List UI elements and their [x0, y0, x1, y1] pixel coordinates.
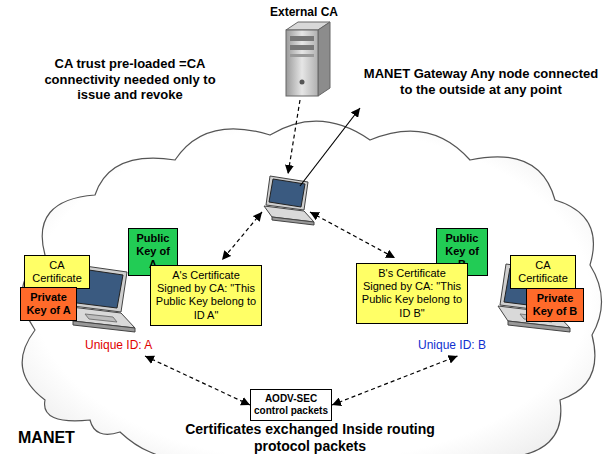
node-text: Unique ID: B	[415, 338, 585, 352]
node-certificate: B's Certificate Signed by CA: "This Publ…	[356, 263, 468, 324]
ca-certificate: CA Certificate	[24, 255, 90, 289]
private-key: Private Key of B	[526, 288, 584, 322]
node-text: CA Certificate	[514, 259, 572, 285]
server-label: External CA	[270, 5, 360, 19]
node-text: Unique ID: A	[55, 338, 175, 352]
ca-certificate: CA Certificate	[510, 255, 576, 289]
network-label: MANET	[18, 428, 88, 447]
node-text: CA Certificate	[28, 259, 86, 285]
gateway-label: MANET Gateway Any node connected to the …	[360, 66, 602, 97]
gateway-link-b	[310, 212, 395, 258]
dashed-link	[145, 356, 250, 405]
packet-box: AODV-SEC control packets	[250, 389, 332, 421]
ca-link	[288, 100, 300, 174]
gateway-laptop	[264, 176, 314, 225]
note-text: CA trust pre-loaded =CA connectivity nee…	[30, 56, 230, 103]
node-text: B's Certificate Signed by CA: "This Publ…	[360, 267, 464, 320]
node-text: Private Key of A	[24, 291, 73, 317]
gateway-link-a	[222, 212, 262, 260]
caption-text: Certificates exchanged Inside routing pr…	[185, 421, 435, 454]
dashed-link	[332, 356, 458, 405]
node-text: A's Certificate Signed by CA: "This Publ…	[154, 269, 258, 322]
private-key: Private Key of A	[20, 287, 77, 321]
gateway-leader	[300, 108, 360, 186]
node-text: Private Key of B	[530, 292, 580, 318]
node-text: AODV-SEC control packets	[254, 393, 328, 417]
node-certificate: A's Certificate Signed by CA: "This Publ…	[150, 265, 262, 326]
ca-server	[286, 22, 330, 96]
